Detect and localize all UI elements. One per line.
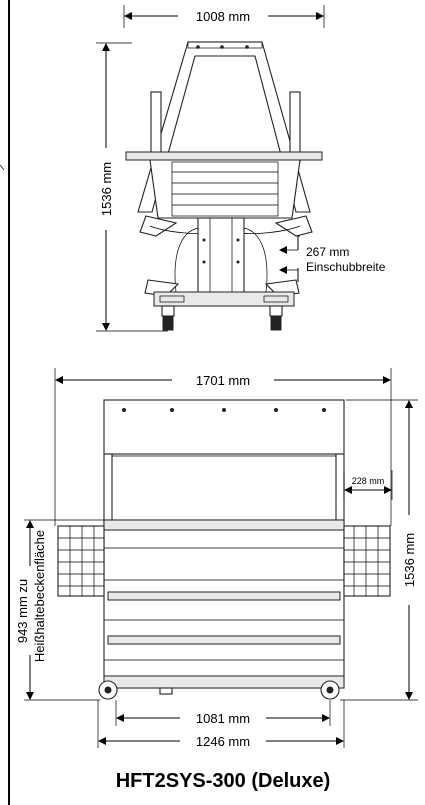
surface-height-dimension: 943 mm zu Heißhaltebeckenfläche	[15, 519, 104, 701]
inner-width-label: 1081 mm	[196, 711, 250, 726]
top-height-label: 1536 mm	[99, 162, 114, 216]
insert-width-value: 267 mm	[306, 245, 349, 259]
inner-width-dimension: 1081 mm	[115, 700, 331, 726]
front-height-label: 1536 mm	[402, 533, 417, 587]
insert-width-text: Einschubbreite	[306, 260, 386, 274]
base-width-label: 1246 mm	[196, 734, 250, 749]
front-width-dimension: 1701 mm	[54, 368, 392, 526]
front-height-dimension: 1536 mm	[340, 399, 418, 701]
insert-width-dimension: 267 mm Einschubbreite	[279, 235, 386, 282]
base-width-dimension: 1246 mm	[97, 700, 345, 749]
small-depth-label: 228 mm	[352, 476, 385, 486]
top-width-label: 1008 mm	[196, 9, 250, 24]
surface-height-label-line2: Heißhaltebeckenfläche	[32, 530, 47, 662]
side-view-machine	[125, 41, 323, 331]
page-tick	[0, 164, 5, 171]
front-width-label: 1701 mm	[196, 373, 250, 388]
top-height-dimension: 1536 mm	[96, 42, 168, 332]
model-title: HFT2SYS-300 (Deluxe)	[116, 770, 331, 792]
surface-height-label-line1: 943 mm zu	[15, 579, 30, 643]
small-depth-dimension: 228 mm	[343, 470, 393, 500]
front-view-machine	[57, 399, 391, 700]
top-width-dimension: 1008 mm	[123, 5, 325, 28]
